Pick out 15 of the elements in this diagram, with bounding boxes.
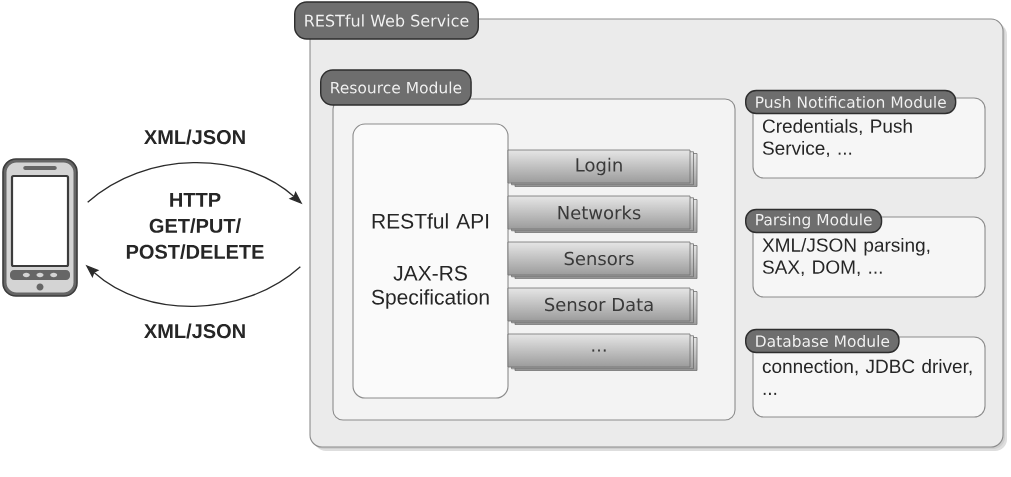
resource-bar: Sensor Data [507, 287, 698, 325]
mobile-phone-icon [2, 158, 78, 297]
protocol-label: HTTP GET/PUT/ POST/DELETE [126, 192, 264, 260]
resource-bar: Networks [507, 195, 698, 233]
resource-bar: Sensors [507, 241, 698, 279]
module-tab: Parsing Module [745, 208, 883, 234]
api-box: RESTful API JAX-RS Specification [352, 123, 509, 399]
panel-tab: Resource Module [320, 69, 472, 106]
panel-tab: RESTful Web Service [294, 1, 479, 40]
edge-label: XML/JSON [144, 129, 245, 145]
module-tab: Push Notification Module [745, 89, 957, 115]
module-tab: Database Module [745, 328, 900, 354]
resource-bar: Login [507, 149, 698, 187]
edge-label: XML/JSON [144, 323, 245, 339]
resource-bar: ... [507, 333, 698, 371]
